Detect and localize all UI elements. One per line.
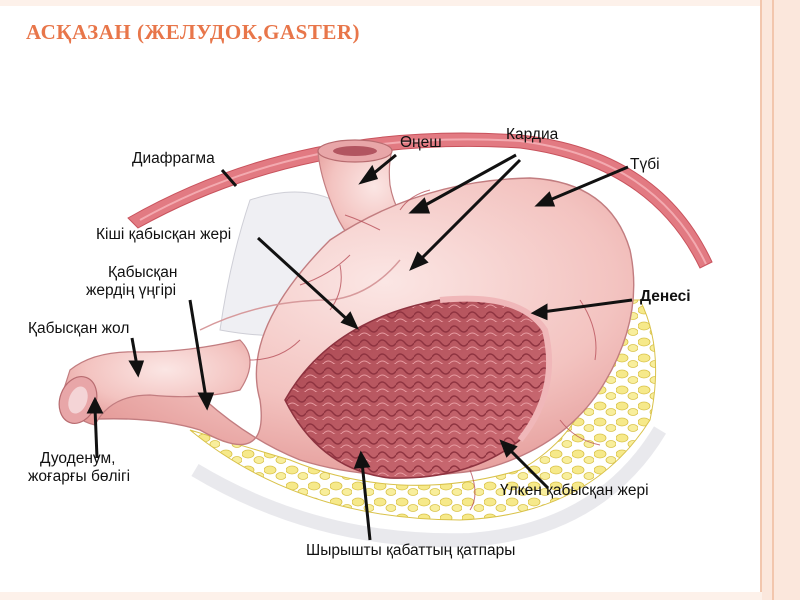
label-body: Денесі [640, 288, 691, 306]
label-fundus: Түбі [630, 156, 660, 174]
label-cardia: Кардиа [506, 126, 558, 144]
label-pyloric-canal: Қабысқан жол [28, 320, 129, 338]
label-angular-notch-line2: жердің үңгірі [86, 282, 176, 300]
label-greater-curvature: Үлкен қабысқан жері [500, 482, 649, 500]
label-duodenum-line1: Дуоденум, [40, 450, 115, 468]
label-diaphragm: Диафрагма [132, 150, 215, 168]
label-mucosal-folds: Шырышты қабаттың қатпары [306, 542, 515, 560]
label-lesser-curvature: Кіші қабысқан жері [96, 226, 231, 244]
label-esophagus: Өңеш [400, 134, 442, 152]
label-duodenum-line2: жоғарғы бөлігі [28, 468, 130, 486]
label-angular-notch-line1: Қабысқан [108, 264, 177, 282]
